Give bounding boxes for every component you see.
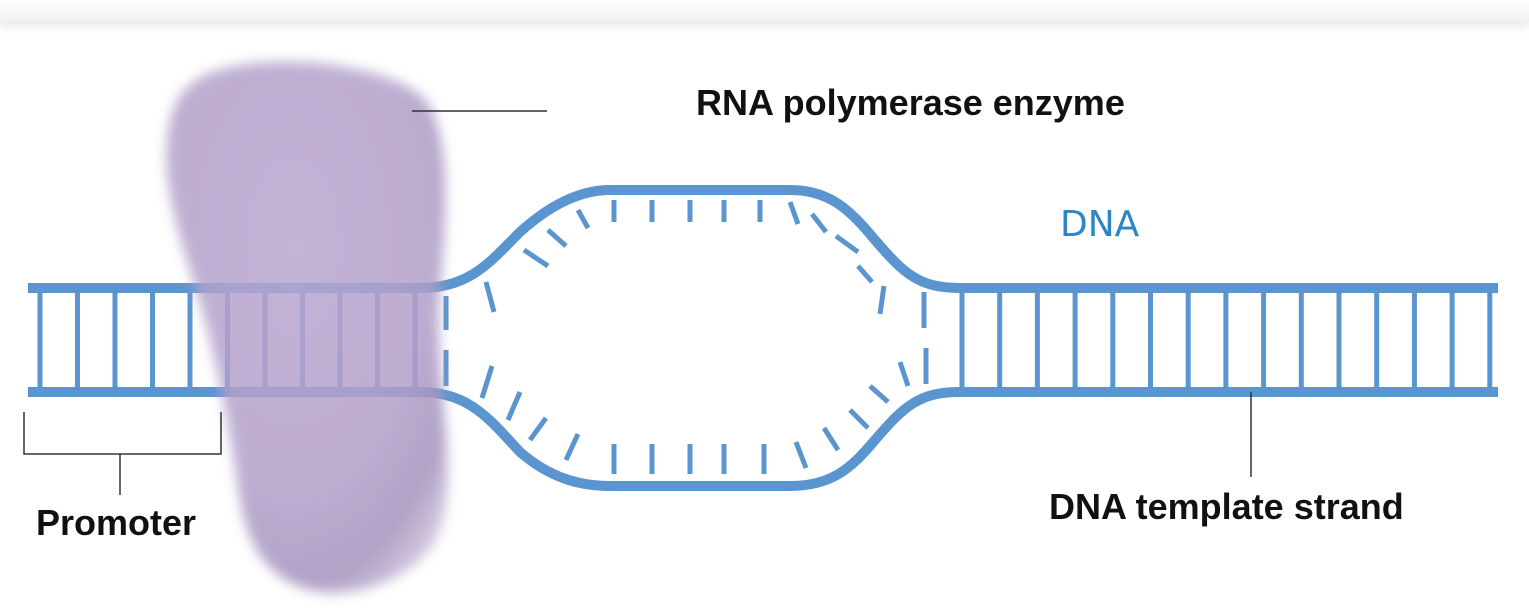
base-pair-rung — [479, 365, 495, 399]
base-pair-rung — [575, 208, 591, 230]
base-pair-rung — [868, 384, 890, 404]
dna-template-strand-line — [28, 387, 1498, 491]
base-pair-rung — [834, 233, 860, 255]
base-pair-rung — [877, 285, 887, 315]
rna-polymerase-label: RNA polymerase enzyme — [696, 82, 1125, 123]
dna-template-strand-label: DNA template strand — [1049, 486, 1404, 527]
promoter-bracket — [23, 412, 222, 495]
base-pair-rung — [848, 408, 870, 430]
base-pair-rung — [810, 212, 828, 234]
dna-unpaired-bases — [443, 200, 929, 474]
dna-top-strand — [28, 185, 1498, 293]
base-pair-rung — [821, 426, 841, 452]
base-pair-rung — [522, 247, 550, 269]
base-pair-rung — [793, 441, 809, 469]
top-shadow-bar — [0, 0, 1529, 22]
base-pair-rung — [546, 228, 568, 248]
base-pair-rung — [897, 361, 911, 387]
base-pair-rung — [856, 264, 874, 284]
base-pair-rung — [787, 201, 801, 225]
dna-label: DNA — [1060, 204, 1140, 245]
base-pair-rung — [527, 416, 549, 442]
rna-polymerase-blob — [166, 61, 448, 593]
promoter-label: Promoter — [36, 502, 197, 543]
base-pair-rung — [563, 432, 581, 462]
base-pair-rung — [483, 281, 497, 313]
base-pair-rung — [505, 391, 523, 421]
